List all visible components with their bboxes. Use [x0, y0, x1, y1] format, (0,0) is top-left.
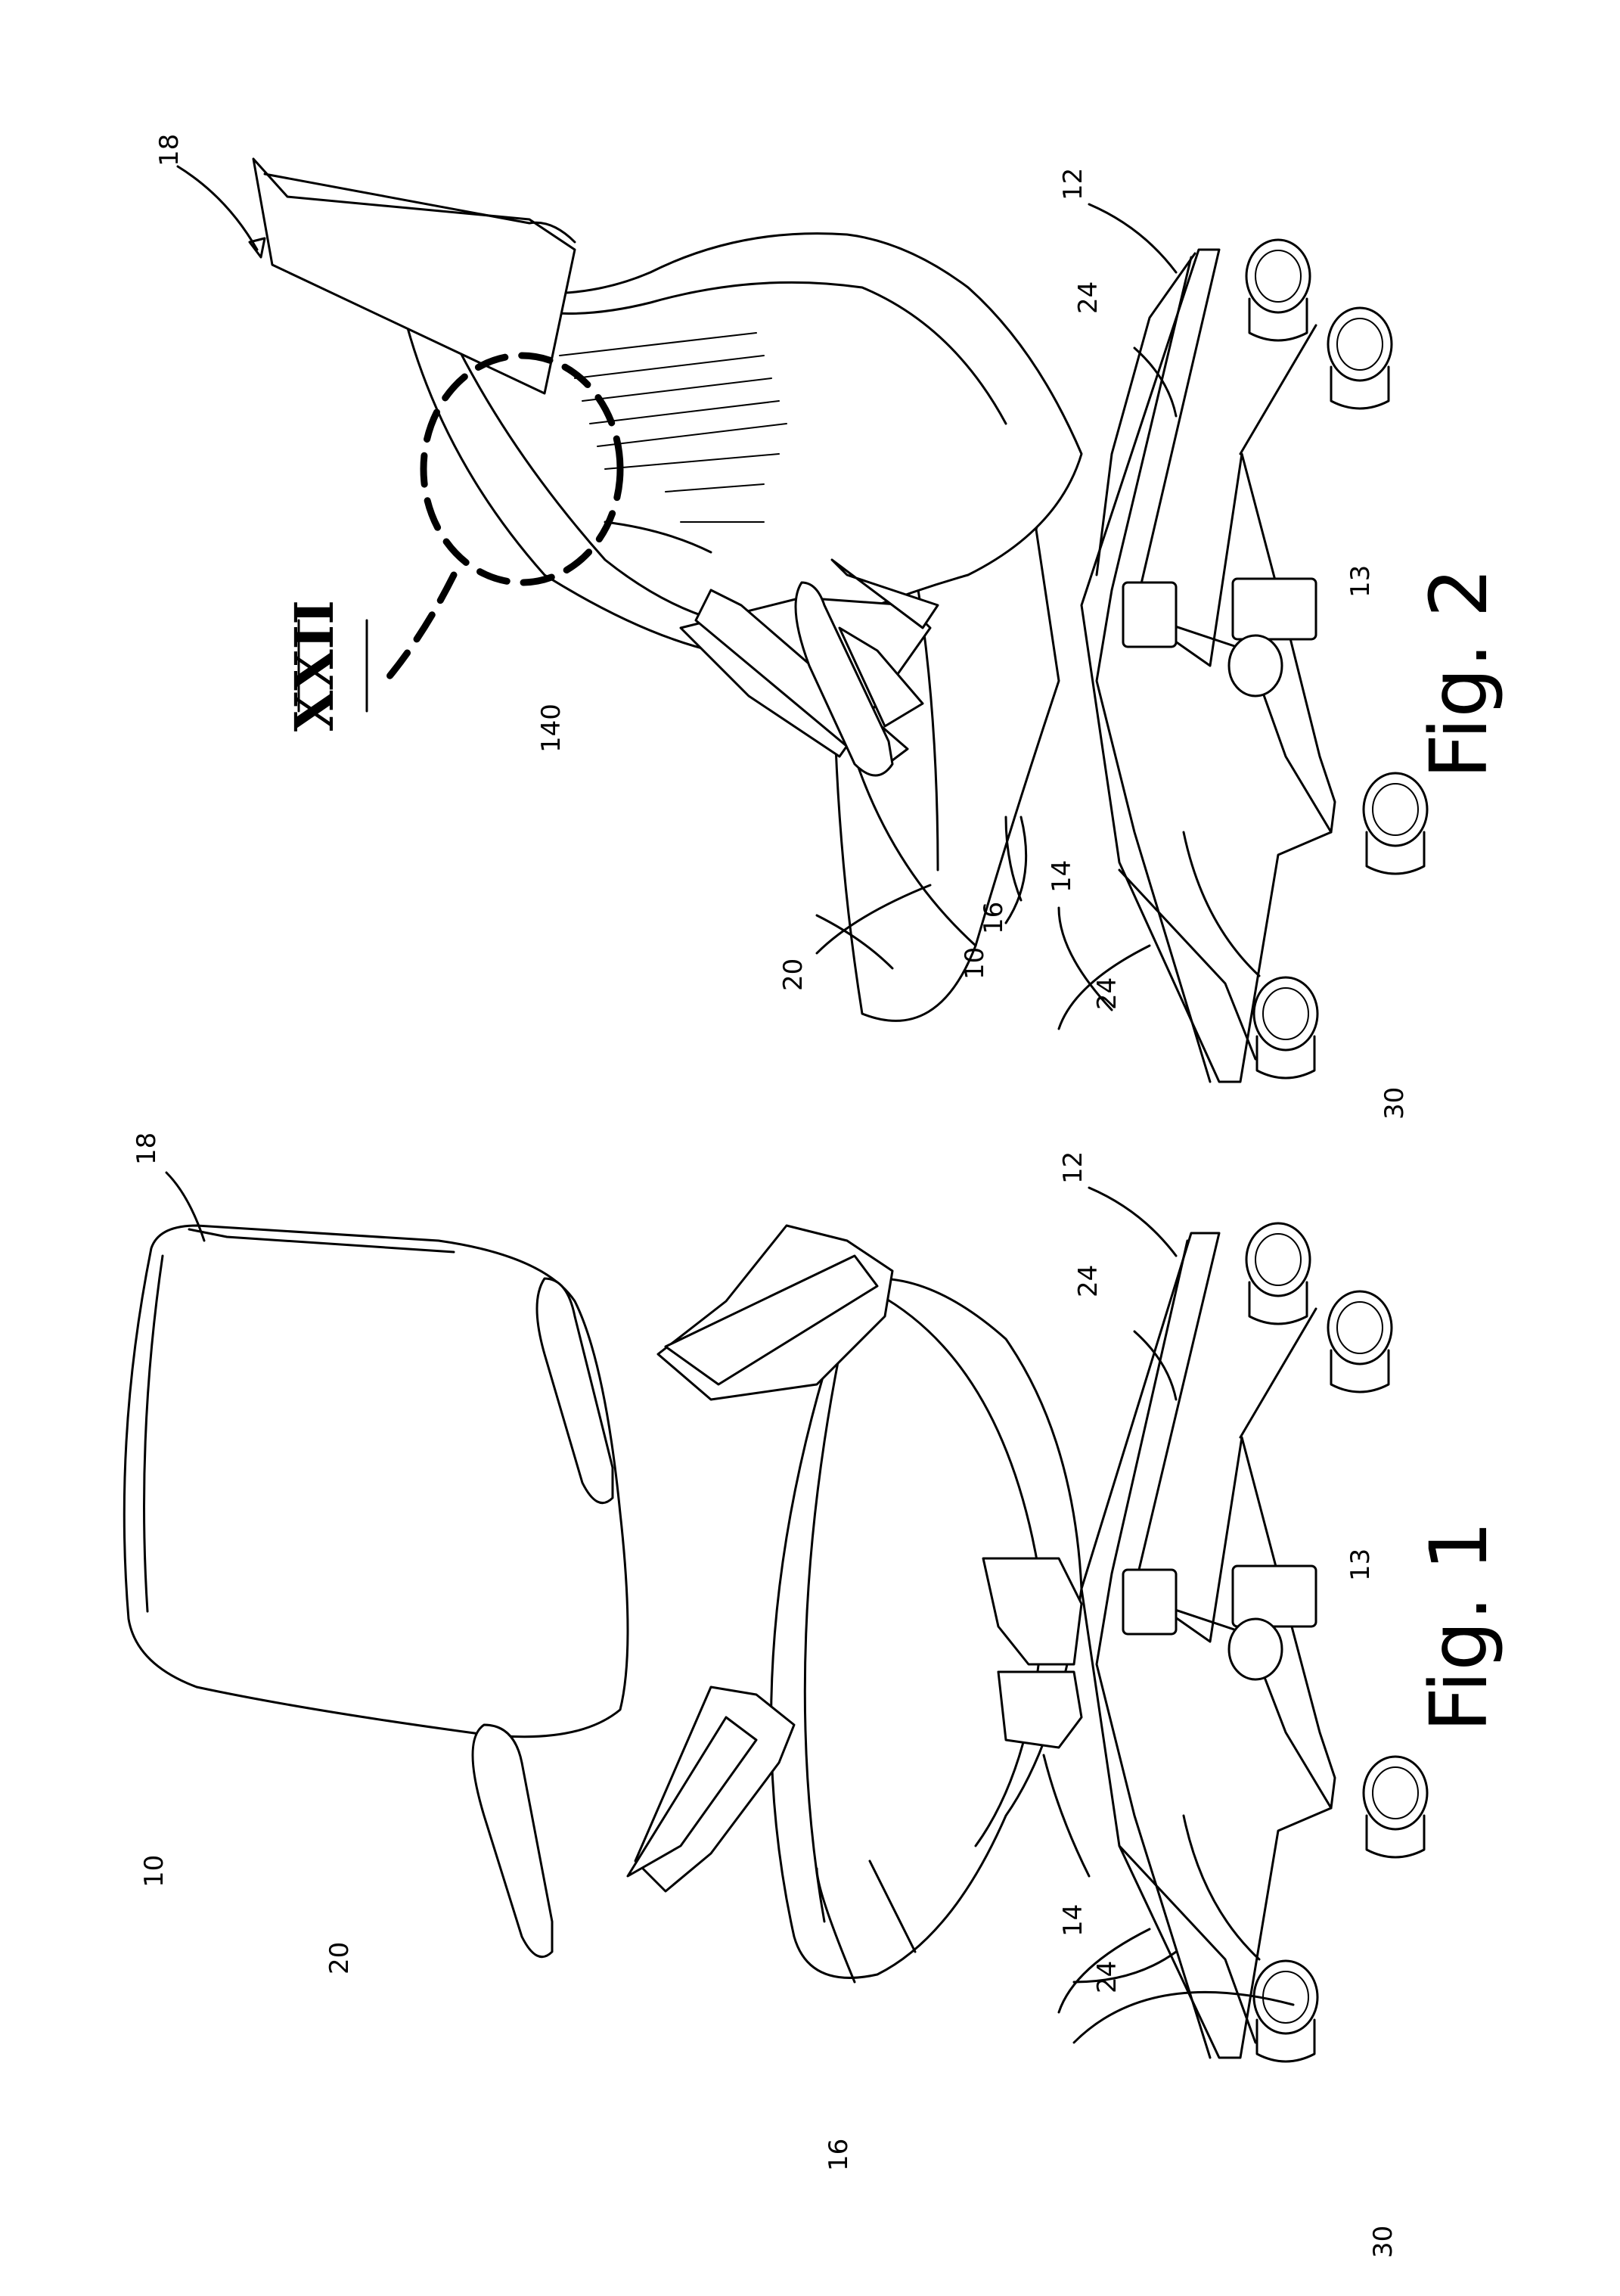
chair-body-fig2 [253, 159, 1082, 1021]
chair-base-fig2 [1082, 250, 1335, 1082]
ref-20-fig2: 20 [778, 958, 808, 991]
figure-2: XXII 10 12 13 14 16 18 20 24 2 [154, 134, 1505, 1120]
ref-12-fig2: 12 [1058, 168, 1088, 200]
ref-14-fig1: 14 [1058, 1904, 1088, 1937]
ref-13-fig1: 13 [1345, 1549, 1376, 1581]
figure-caption-fig1: Fig. 1 [1413, 1521, 1505, 1732]
detail-callout-label: XXII [283, 600, 346, 732]
ref-24a-fig2: 24 [1073, 281, 1103, 314]
ref-24b-fig1: 24 [1092, 1961, 1122, 1993]
ref-24a-fig1: 24 [1073, 1265, 1103, 1297]
ref-14-fig2: 14 [1047, 860, 1077, 893]
chair-body-fig1 [124, 1226, 1082, 1978]
armrest-pad-lower-fig1 [473, 1725, 552, 1957]
ref-10-fig1: 10 [139, 1855, 169, 1887]
ref-16-fig2: 16 [979, 902, 1009, 934]
ref-140-fig2: 140 [536, 704, 566, 753]
ref-16-fig1: 16 [824, 2139, 854, 2171]
ref-20-fig1: 20 [324, 1942, 355, 1974]
ref-24b-fig2: 24 [1092, 977, 1122, 1010]
ref-30-fig1: 30 [1368, 2226, 1398, 2258]
ref-18-fig2: 18 [154, 134, 185, 166]
ref-10-fig2: 10 [960, 947, 990, 980]
ref-13-fig2: 13 [1345, 565, 1376, 598]
ref-18-fig1: 18 [132, 1132, 162, 1165]
ref-30-fig2: 30 [1379, 1087, 1410, 1120]
chair-base-fig1 [1082, 1233, 1335, 2058]
ref-12-fig1: 12 [1058, 1151, 1088, 1184]
figure-1: 10 12 13 14 16 18 20 24 24 30 Fig. 1 [124, 1132, 1505, 2258]
figure-caption-fig2: Fig. 2 [1413, 567, 1505, 778]
